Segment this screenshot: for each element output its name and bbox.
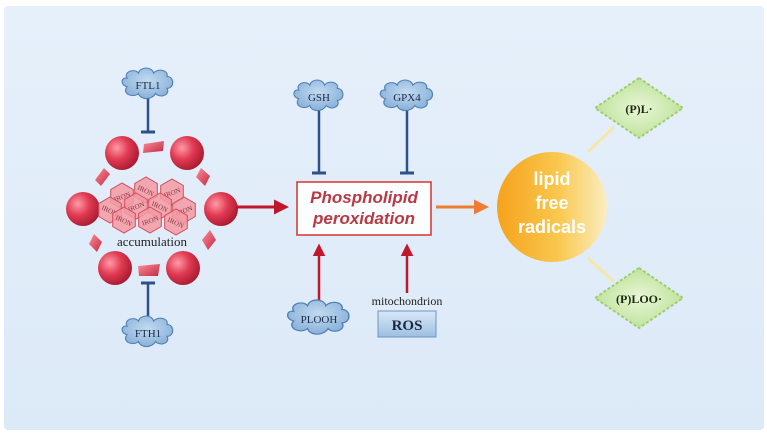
connector-lower-right [202, 230, 216, 250]
iron-crystal-icon [164, 208, 188, 236]
ploo-label: (P)LOO· [616, 292, 662, 306]
fth1-inhibitor: FTH1 [121, 281, 174, 348]
sphere-right [204, 192, 238, 226]
ros-activator: mitochondrion ROS [372, 243, 443, 338]
plooh-activator: PLOOH [286, 243, 350, 335]
sphere-bottom-right [166, 251, 200, 285]
radicals-circle [497, 152, 607, 262]
ftl1-inhibitor: FTL1 [121, 67, 174, 134]
pl-diamond-icon [593, 76, 685, 140]
connector-to-ploo [586, 256, 616, 284]
gpx4-inhibitor: GPX4 [379, 79, 434, 175]
mitochondrion-label: mitochondrion [372, 294, 443, 308]
iron-crystal-icon [138, 206, 162, 234]
sphere-left [66, 192, 100, 226]
fth1-label: FTH1 [135, 328, 161, 340]
gsh-inhibitor: GSH [293, 79, 344, 175]
sphere-top-right [170, 136, 204, 170]
ploo-diamond-icon [593, 266, 685, 330]
sphere-bottom-left [98, 251, 132, 285]
radicals-label-line1: lipid [534, 169, 571, 189]
ploo-radical: (P)LOO· [593, 266, 685, 330]
ros-box [377, 310, 437, 338]
iron-crystal-icon [112, 206, 136, 234]
ros-label: ROS [392, 318, 423, 334]
phospholipid-label-line2: peroxidation [312, 209, 415, 228]
connector-upper-left [95, 168, 110, 186]
sphere-top-left [105, 136, 139, 170]
connector-upper-right [196, 168, 210, 186]
connector-to-pl [586, 125, 616, 154]
pl-label: (P)L· [625, 102, 652, 116]
ftl1-label: FTL1 [135, 80, 160, 92]
lipid-free-radicals: lipid free radicals [497, 125, 616, 284]
plooh-label: PLOOH [301, 314, 338, 326]
phospholipid-label-line1: Phospholipid [310, 188, 418, 207]
pl-radical: (P)L· [593, 76, 685, 140]
radicals-label-line2: free [535, 193, 568, 213]
radicals-label-line3: radicals [518, 217, 586, 237]
connector-bottom [138, 264, 160, 276]
connector-lower-left [89, 234, 102, 252]
phospholipid-peroxidation-box: Phospholipid peroxidation [296, 181, 432, 236]
gsh-label: GSH [308, 92, 330, 104]
connector-top [143, 141, 164, 153]
accumulation-label: accumulation [117, 234, 188, 249]
gpx4-label: GPX4 [393, 92, 421, 104]
